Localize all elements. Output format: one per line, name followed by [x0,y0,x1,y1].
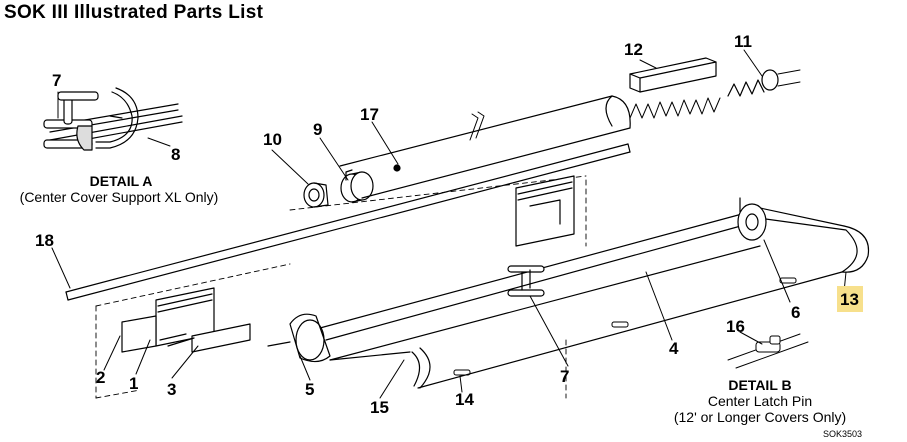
callout-1: 1 [129,374,138,393]
callout-17: 17 [360,105,379,124]
callout-13: 13 [840,290,859,309]
callout-7-center: 7 [560,367,569,386]
callout-5: 5 [305,380,314,399]
main-cover-illustration [411,207,870,389]
callout-7-detail: 7 [52,71,61,90]
callout-2: 2 [96,368,105,387]
detail-a-caption: (Center Cover Support XL Only) [20,189,219,205]
callout-15: 15 [370,398,389,417]
part-9-ring-illustration [340,169,374,203]
detail-b-heading: DETAIL B [728,377,791,393]
callout-16: 16 [726,317,745,336]
detail-b-illustration [727,333,809,369]
part-11-spring-illustration [629,69,801,119]
part-18-rod-illustration [65,143,631,301]
callout-3: 3 [167,380,176,399]
callout-13-highlight [837,286,863,312]
page-title: SOK III Illustrated Parts List [4,2,264,23]
part-12-channel-illustration [629,57,717,93]
assembly-frame-lines [95,175,587,399]
callout-11: 11 [734,32,752,51]
detail-b-caption-2: (12' or Longer Covers Only) [674,409,846,425]
callout-14: 14 [455,390,474,409]
detail-a-heading: DETAIL A [90,173,153,189]
drawing-code: SOK3503 [823,429,862,439]
lower-bracket-illustration [121,287,251,353]
part-6-end-cap-illustration [737,197,767,241]
callout-12: 12 [624,40,643,59]
detail-b-caption-1: Center Latch Pin [708,393,812,409]
detail-a-illustration [43,87,183,151]
callout-6: 6 [791,303,800,322]
upper-bracket-illustration [515,175,575,247]
callout-10: 10 [263,130,282,149]
callout-8: 8 [171,145,180,164]
callout-9: 9 [313,120,322,139]
callout-18: 18 [35,231,54,250]
cover-slots-illustration [453,277,797,376]
part-17-tube-illustration [339,95,631,199]
leader-lines [51,49,847,399]
callout-4: 4 [669,339,679,358]
part-5-end-cap-illustration [267,313,331,363]
center-latch-pin-illustration [507,265,545,297]
part-10-nut-illustration [303,182,329,208]
